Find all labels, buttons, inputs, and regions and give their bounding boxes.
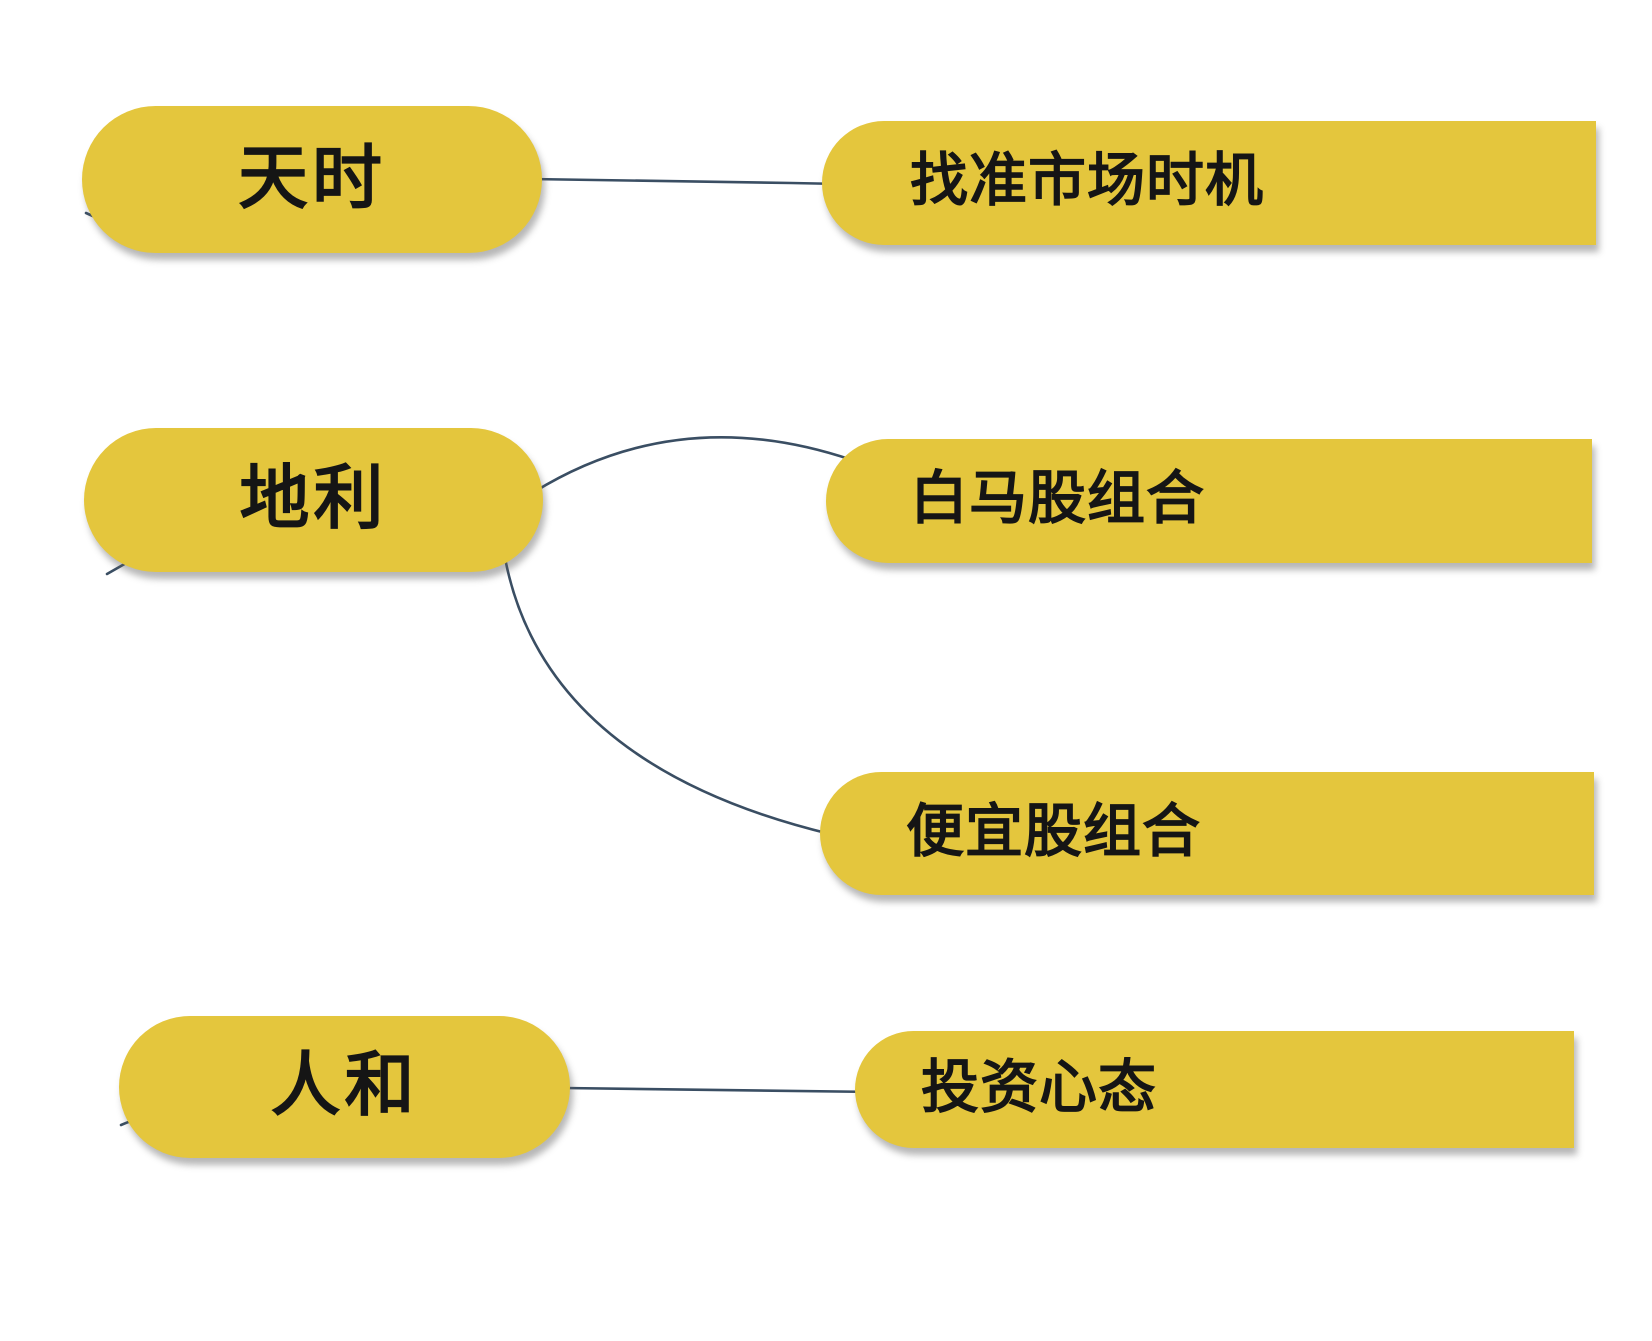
connector-renhe-touzi [562, 1086, 880, 1094]
node-label: 地利 [239, 459, 388, 537]
connector-tianshi-shiji [528, 177, 844, 186]
node-baima-gu-zuhe[interactable]: 白马股组合 [826, 439, 1592, 563]
node-label: 天时 [238, 138, 386, 217]
node-label: 人和 [270, 1046, 419, 1124]
connector-dili-baima [532, 436, 854, 494]
node-touzi-xintai[interactable]: 投资心态 [855, 1031, 1574, 1148]
node-zhaozhun-shichang-shiji[interactable]: 找准市场时机 [822, 121, 1596, 245]
node-tianshi[interactable]: 天时 [82, 106, 542, 253]
node-renhe[interactable]: 人和 [119, 1016, 570, 1158]
node-dili[interactable]: 地利 [84, 428, 543, 572]
node-label: 投资心态 [921, 1054, 1158, 1120]
connector-dili-pianyi [503, 556, 832, 836]
node-pianyi-gu-zuhe[interactable]: 便宜股组合 [820, 772, 1594, 895]
node-label: 找准市场时机 [910, 148, 1265, 213]
node-label: 便宜股组合 [906, 798, 1202, 864]
node-label: 白马股组合 [910, 466, 1206, 531]
